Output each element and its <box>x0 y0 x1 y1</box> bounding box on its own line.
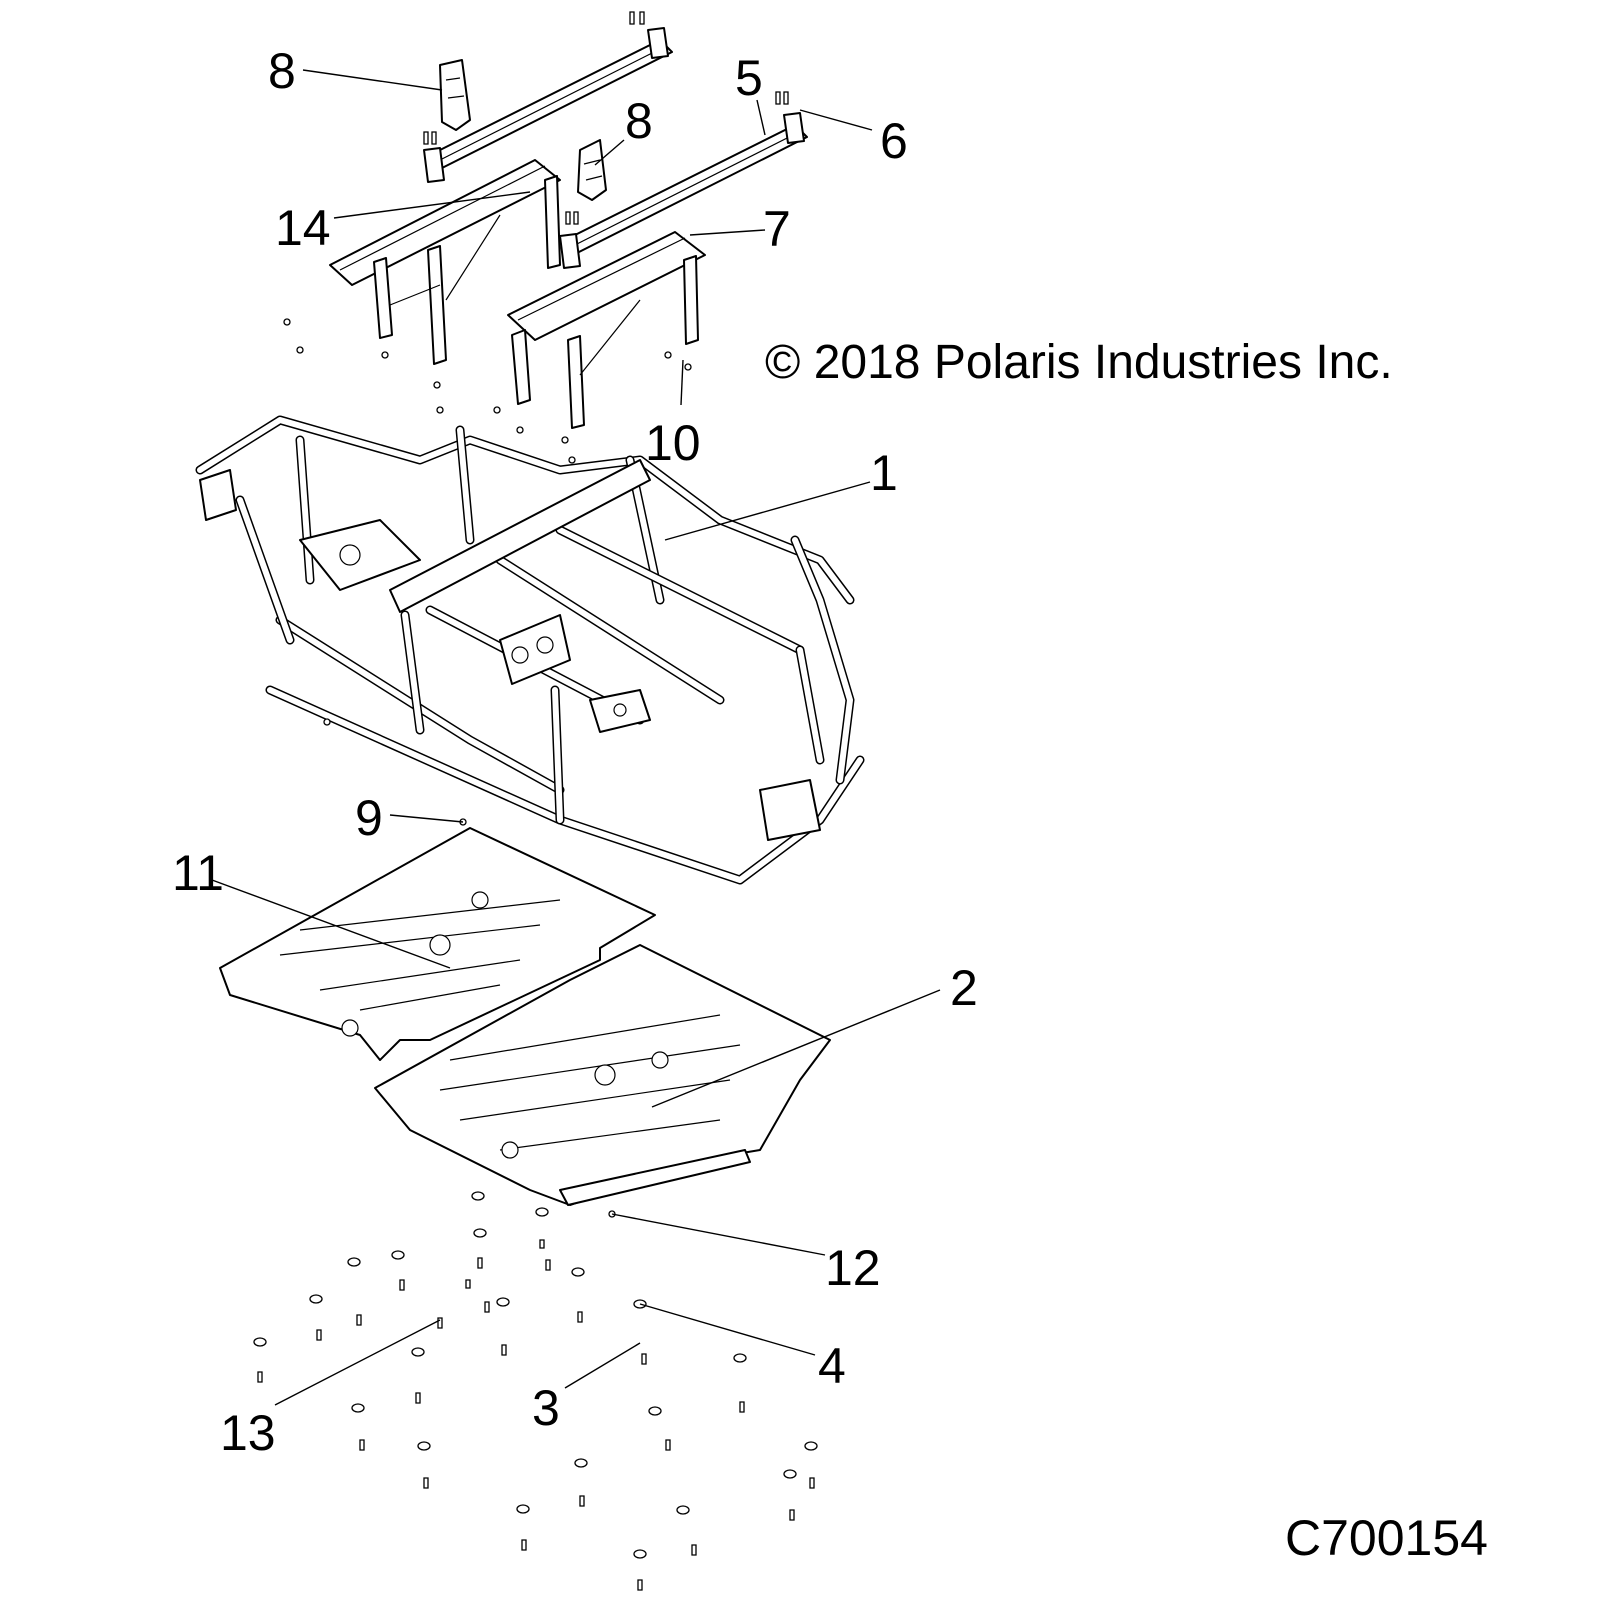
seat-crossbar-front <box>559 112 808 269</box>
callout-7: 7 <box>763 201 791 257</box>
callout-labels: 1 2 3 4 5 6 7 8 8 9 10 11 12 13 14 <box>172 43 978 1461</box>
copyright-notice: © 2018 Polaris Industries Inc. <box>765 336 1393 389</box>
callout-8-left: 8 <box>268 43 296 99</box>
callout-12: 12 <box>825 1240 881 1296</box>
callout-14: 14 <box>275 200 331 256</box>
callout-13: 13 <box>220 1405 276 1461</box>
callout-11: 11 <box>172 845 224 901</box>
callout-4: 4 <box>818 1338 846 1394</box>
skid-plate-front <box>374 944 831 1206</box>
callout-2: 2 <box>950 960 978 1016</box>
seat-bracket-left <box>439 59 471 131</box>
figure-id: C700154 <box>1285 1510 1488 1566</box>
callout-8-right: 8 <box>625 93 653 149</box>
callout-10: 10 <box>645 415 701 471</box>
callout-6: 6 <box>880 113 908 169</box>
skid-plate-rear <box>219 827 656 1061</box>
leader-lines <box>211 69 941 1406</box>
callout-9: 9 <box>355 790 383 846</box>
seat-crossbar-rear <box>423 27 673 183</box>
callout-5: 5 <box>735 50 763 106</box>
callout-1: 1 <box>870 445 898 501</box>
hardware-fasteners <box>253 11 818 1591</box>
seat-frame-rear <box>329 159 561 365</box>
main-chassis-frame <box>195 415 865 885</box>
seat-frame-front <box>507 231 706 429</box>
callout-3: 3 <box>532 1380 560 1436</box>
seat-bracket-right <box>577 139 607 201</box>
